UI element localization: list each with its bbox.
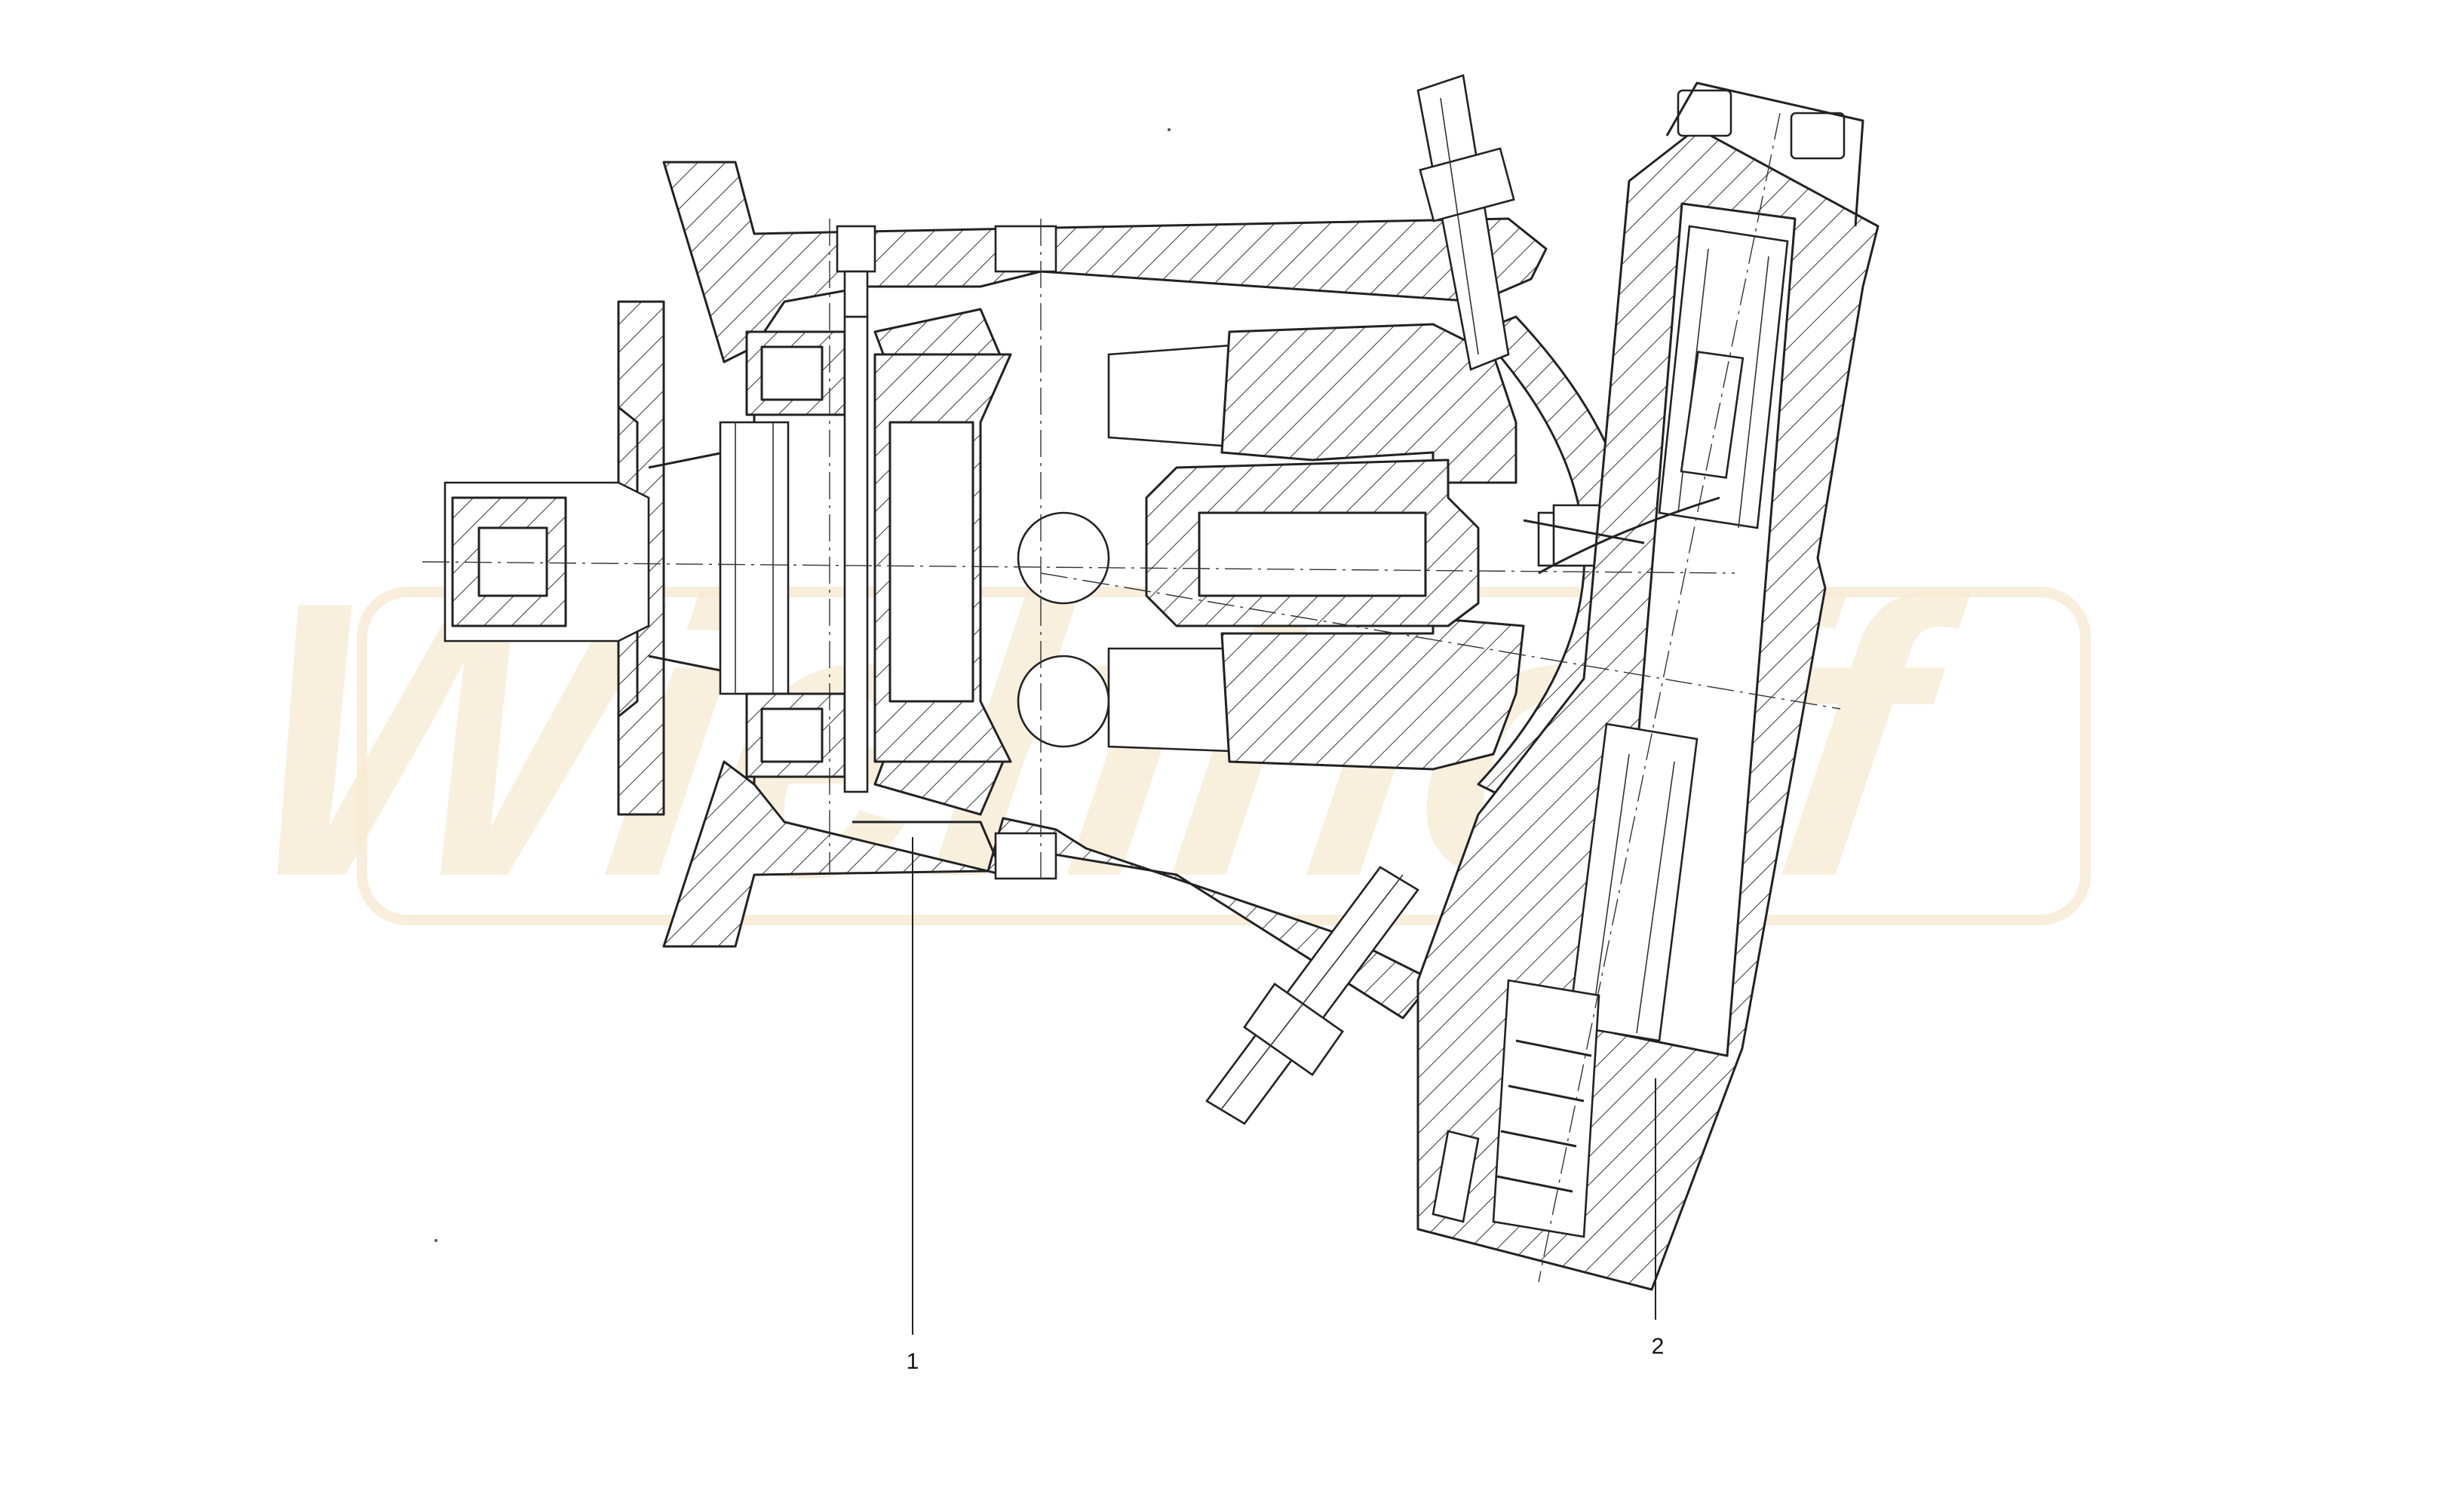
control-housing [1416,81,1880,1291]
lower-stop-screw [1205,866,1419,1125]
scan-speck [434,1239,437,1242]
upper-stop-screw [1416,74,1515,371]
callout-1: 1 [907,1349,919,1374]
output-shaft [443,421,790,695]
centre-lines [422,112,1841,1283]
scan-speck [1168,128,1171,131]
cylinder-block [1145,323,1525,771]
drive-flange [836,225,1057,880]
callout-2: 2 [1652,1334,1665,1359]
